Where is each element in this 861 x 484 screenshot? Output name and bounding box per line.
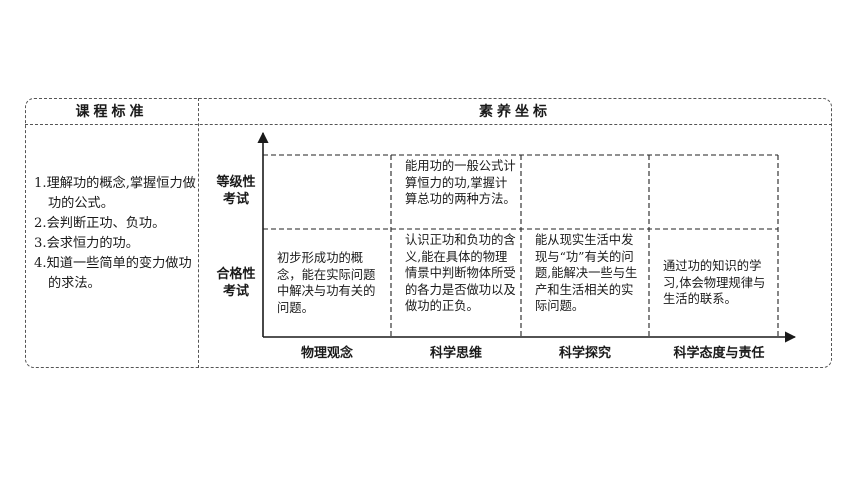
column-divider	[198, 98, 199, 368]
standard-item-3: 3.会求恒力的功。	[34, 236, 139, 251]
cell-upper-thinking: 能用功的一般公式计算恒力的功,掌握计算总功的两种方法。	[405, 159, 516, 206]
cell-lower-inquiry: 能从现实生活中发现与“功”有关的问题,能解决一些与生产和生活相关的实际问题。	[535, 233, 638, 313]
header-divider	[25, 124, 832, 125]
x-label-scientific-inquiry: 科学探究	[558, 346, 611, 361]
standard-item-2: 2.会判断正功、负功。	[34, 216, 166, 231]
cell-lower-concept: 初步形成功的概念，能在实际问题中解决与功有关的问题。	[277, 251, 376, 315]
cell-lower-thinking: 认识正功和负功的含义,能在具体的物理情景中判断物体所受的各力是否做功以及做功的正…	[405, 233, 516, 313]
outer-frame	[25, 98, 832, 368]
y-label-graded-exam: 等级性考试	[216, 175, 256, 207]
x-label-scientific-thinking: 科学思维	[429, 346, 482, 361]
header-course-standard: 课程标准	[75, 104, 148, 120]
y-label-pass-exam: 合格性考试	[216, 267, 256, 299]
cell-lower-attitude: 通过功的知识的学习,体会物理规律与生活的联系。	[663, 259, 766, 306]
x-label-attitude-responsibility: 科学态度与责任	[673, 346, 765, 361]
standards-list: 1.理解功的概念,掌握恒力做功的公式。 2.会判断正功、负功。 3.会求恒力的功…	[34, 174, 196, 294]
standard-item-4: 4.知道一些简单的变力做功的求法。	[34, 256, 192, 291]
x-label-physics-concept: 物理观念	[300, 346, 353, 361]
standard-item-1: 1.理解功的概念,掌握恒力做功的公式。	[34, 176, 196, 211]
header-literacy-coordinate: 素养坐标	[479, 104, 551, 120]
